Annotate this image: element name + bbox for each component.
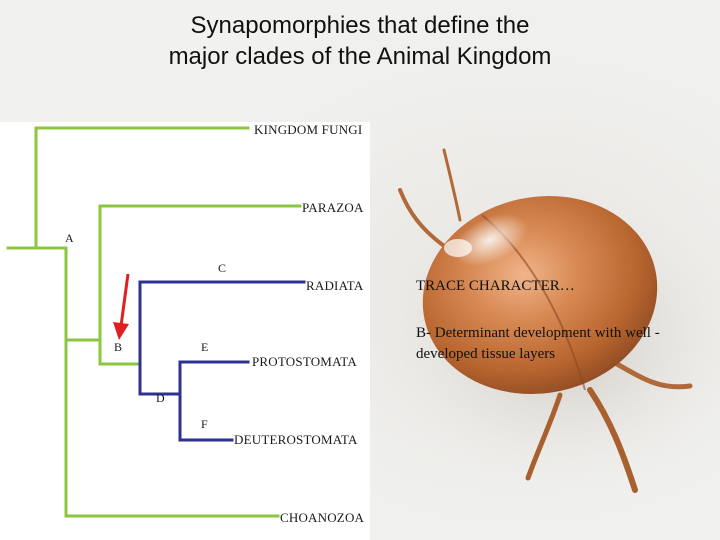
taxon-label-kingdom-fungi: KINGDOM FUNGI [254,122,363,137]
taxon-label-radiata: RADIATA [306,278,364,293]
taxon-label-choanozoa: CHOANOZOA [280,510,365,525]
red-down-arrow-icon [113,273,130,340]
taxon-label-deuterostomata: DEUTEROSTOMATA [234,432,358,447]
trace-character-heading: TRACE CHARACTER… [416,278,575,294]
blue-branches [138,280,306,442]
node-label-d: D [156,391,165,405]
character-description: B- Determinant development with well -de… [416,325,660,362]
node-label-b: B [114,340,123,354]
node-label-f: F [201,417,208,431]
node-label-e: E [201,340,209,354]
title-line-2: major clades of the Animal Kingdom [168,43,552,70]
cladogram [6,126,306,518]
taxon-label-parazoa: PARAZOA [302,200,364,215]
beetle-photo [370,148,720,493]
taxon-label-protostomata: PROTOSTOMATA [252,354,357,369]
cladogram-panel [0,122,370,540]
node-label-c: C [218,261,227,275]
slide-title: Synapomorphies that define the major cla… [0,10,720,72]
green-branches [6,126,302,518]
title-line-1: Synapomorphies that define the [190,12,530,39]
node-label-a: A [65,231,74,245]
